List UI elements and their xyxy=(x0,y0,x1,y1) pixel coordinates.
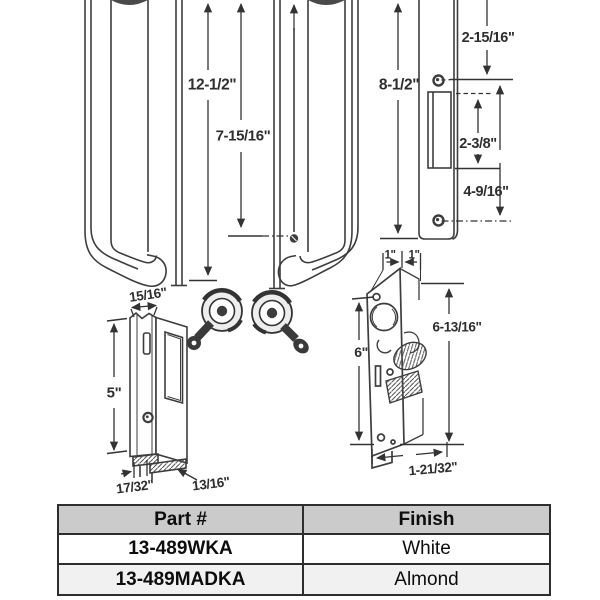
keeper-strike xyxy=(129,311,188,480)
keeper-screw-hole-icon xyxy=(142,411,154,424)
column-header-part-number: Part # xyxy=(59,506,304,535)
part-number-cell: 13-489WKA xyxy=(59,535,304,565)
table-row: 13-489MADKA Almond xyxy=(59,565,549,594)
keeper-dimension-lines xyxy=(106,302,198,481)
key-icon xyxy=(280,323,309,354)
parts-table: Part # Finish 13-489WKA White 13-489MADK… xyxy=(57,504,551,596)
table-row: 13-489WKA White xyxy=(59,535,549,565)
lock-cylinder-right xyxy=(251,290,309,354)
lock-cylinder-left xyxy=(187,288,243,350)
pull-handle-right xyxy=(269,0,359,290)
jamb-faceplate xyxy=(418,0,459,240)
dimension-label-plate-top-to-hole: 2-15/16" xyxy=(461,29,515,46)
upper-dimension-lines xyxy=(189,0,514,282)
dimension-label-handle-length: 12-1/2" xyxy=(187,76,237,94)
dimension-label-handle-hole-spacing: 7-15/16" xyxy=(215,127,271,145)
dimension-label-plate-height: 8-1/2" xyxy=(378,76,420,94)
dimension-label-lock-overall-height: 6-13/16" xyxy=(432,319,482,335)
column-header-finish: Finish xyxy=(304,506,549,535)
dimension-label-keeper-height: 5" xyxy=(106,384,122,402)
pull-handle-left xyxy=(84,0,187,288)
faceplate-screw-hole-top-icon xyxy=(432,74,445,87)
mortise-lock-body xyxy=(366,266,427,470)
key-icon xyxy=(187,320,214,350)
lock-dimension-lines xyxy=(350,251,464,464)
part-number-cell: 13-489MADKA xyxy=(59,565,304,594)
dimension-label-lock-case-height: 6" xyxy=(354,344,368,360)
dimension-label-lock-backset-right: 1" xyxy=(408,249,420,262)
parts-table-header-row: Part # Finish xyxy=(59,506,549,535)
finish-cell: Almond xyxy=(304,565,549,594)
dimension-label-plate-slot-height: 2-3/8" xyxy=(459,135,497,152)
dimension-label-plate-hole-spacing: 4-9/16" xyxy=(463,183,509,200)
dimension-label-lock-backset-left: 1" xyxy=(384,249,396,262)
finish-cell: White xyxy=(304,535,549,565)
